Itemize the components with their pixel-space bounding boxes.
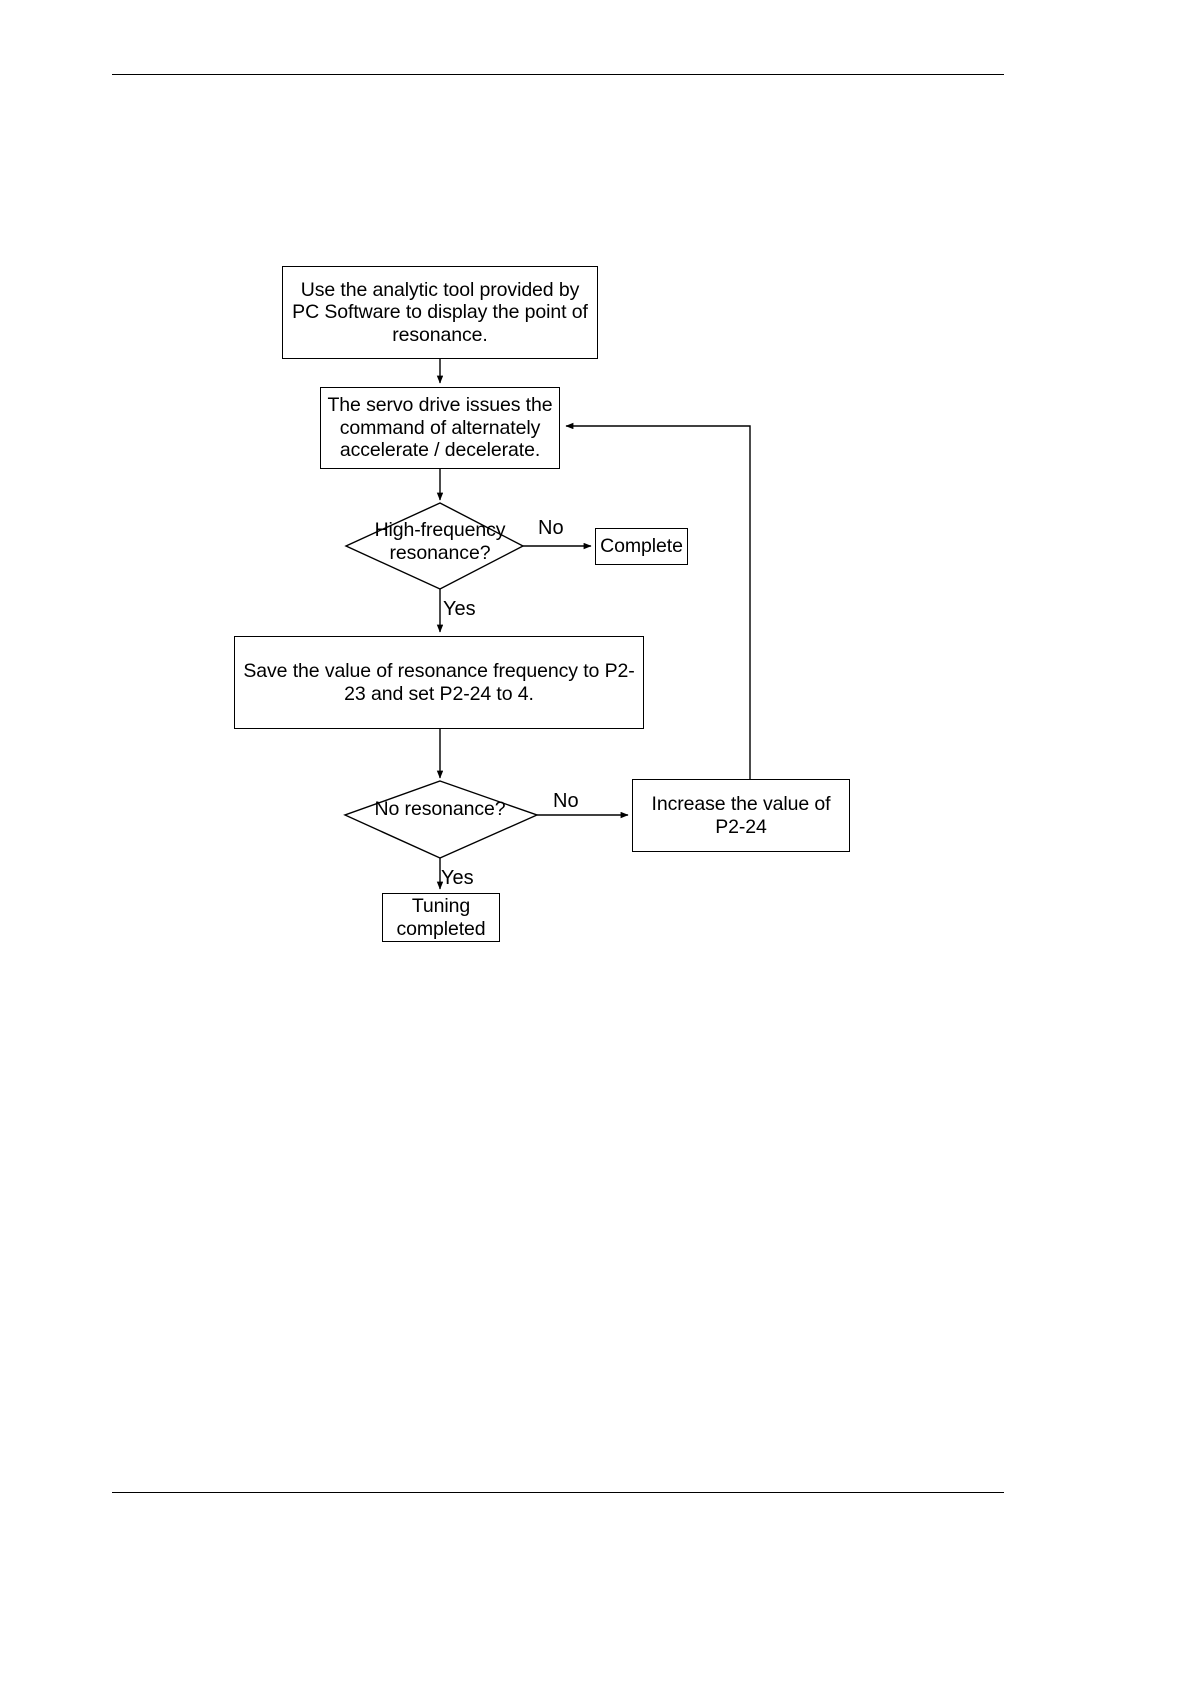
process-save-resonance-frequency: Save the value of resonance frequency to… (234, 636, 644, 729)
edge-label-noresonance-no: No (553, 790, 579, 812)
decision-highfreq-line2: resonance? (389, 541, 491, 564)
edge-label-highfreq-no: No (538, 517, 564, 539)
edge-label-noresonance-yes: Yes (441, 867, 474, 889)
process-save-resonance-frequency-text: Save the value of resonance frequency to… (243, 659, 635, 705)
process-tuning-completed-text: Tuning completed (396, 894, 486, 940)
process-servo-drive-command: The servo drive issues the command of al… (320, 387, 560, 469)
decision-noresonance-line1: No resonance? (374, 798, 506, 820)
decision-noresonance-label: No resonance? (345, 798, 535, 821)
process-use-analytic-tool-text: Use the analytic tool provided by PC Sof… (292, 278, 588, 346)
process-use-analytic-tool: Use the analytic tool provided by PC Sof… (282, 266, 598, 359)
process-servo-drive-command-text: The servo drive issues the command of al… (327, 394, 553, 462)
footer-rule (112, 1492, 1004, 1493)
process-increase-p2-24: Increase the value of P2-24 (632, 779, 850, 852)
decision-highfreq-label: High-frequency resonance? (330, 519, 550, 564)
connector-increase-feedback-to-servo (565, 422, 751, 779)
decision-highfreq-line1: High-frequency (374, 519, 506, 541)
process-complete: Complete (595, 528, 688, 565)
process-complete-text: Complete (600, 535, 683, 558)
process-increase-p2-24-text: Increase the value of P2-24 (651, 792, 831, 838)
process-tuning-completed: Tuning completed (382, 893, 500, 942)
edge-label-highfreq-yes: Yes (443, 598, 476, 620)
header-rule (112, 74, 1004, 75)
